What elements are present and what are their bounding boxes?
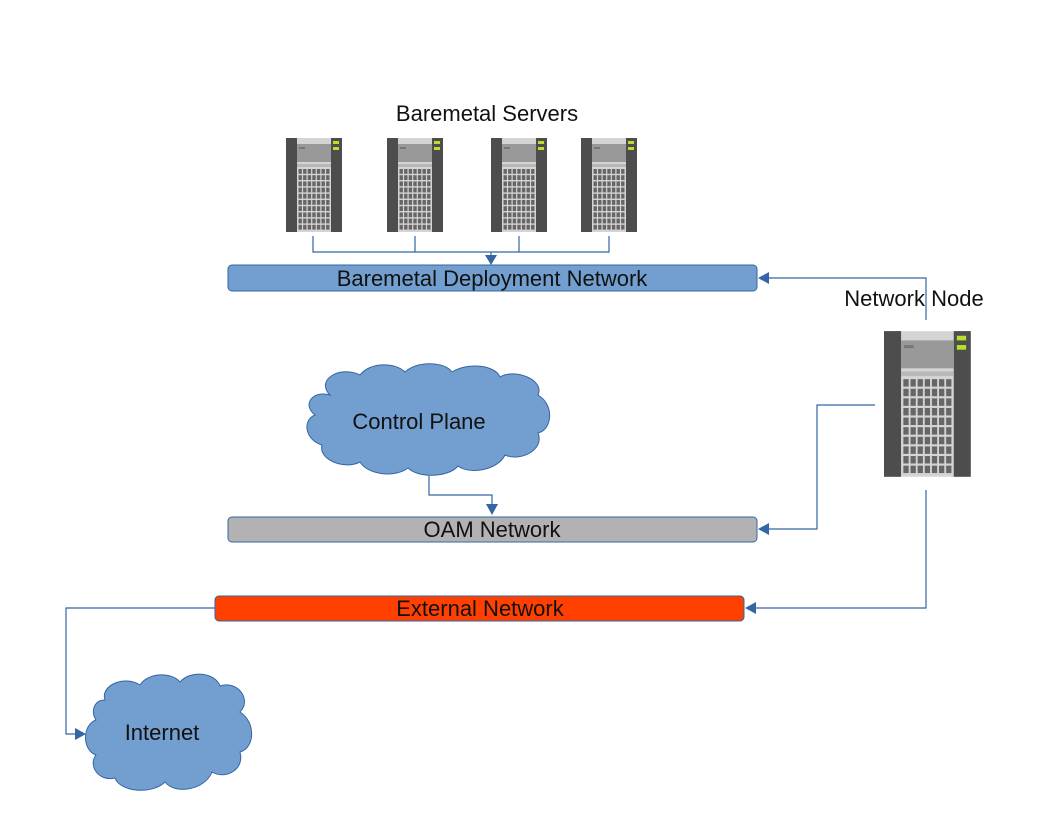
- arrow-head-icon: [758, 272, 769, 284]
- node-to-oam-connector: [768, 404, 875, 530]
- oam-network-bar[interactable]: OAM Network: [227, 516, 758, 543]
- internet-label: Internet: [125, 720, 200, 745]
- baremetal-servers-group: [286, 136, 637, 234]
- server-icon[interactable]: [581, 136, 637, 234]
- control-plane-label: Control Plane: [352, 409, 485, 434]
- external-to-internet-connector: [65, 607, 215, 735]
- server-bus-connector: [312, 236, 610, 257]
- arrow-head-icon: [75, 728, 86, 740]
- arrow-head-icon: [745, 602, 756, 614]
- deployment-network-label: Baremetal Deployment Network: [337, 266, 649, 291]
- external-network-bar[interactable]: External Network: [214, 595, 745, 622]
- arrow-head-icon: [485, 255, 497, 265]
- arrow-head-icon: [486, 504, 498, 515]
- network-node-label: Network Node: [844, 286, 983, 311]
- control-plane-to-oam-connector: [428, 476, 493, 505]
- network-node-server-icon[interactable]: [884, 328, 971, 480]
- node-to-deployment-connector: [768, 277, 927, 320]
- internet-cloud[interactable]: Internet: [85, 673, 253, 791]
- server-icon[interactable]: [286, 136, 342, 234]
- node-to-external-connector: [755, 490, 927, 609]
- server-icon[interactable]: [491, 136, 547, 234]
- arrow-head-icon: [758, 523, 769, 535]
- control-plane-cloud[interactable]: Control Plane: [306, 363, 551, 476]
- external-network-label: External Network: [396, 596, 565, 621]
- server-icon[interactable]: [387, 136, 443, 234]
- baremetal-servers-label: Baremetal Servers: [396, 101, 578, 126]
- deployment-network-bar[interactable]: Baremetal Deployment Network: [227, 264, 758, 292]
- oam-network-label: OAM Network: [424, 517, 562, 542]
